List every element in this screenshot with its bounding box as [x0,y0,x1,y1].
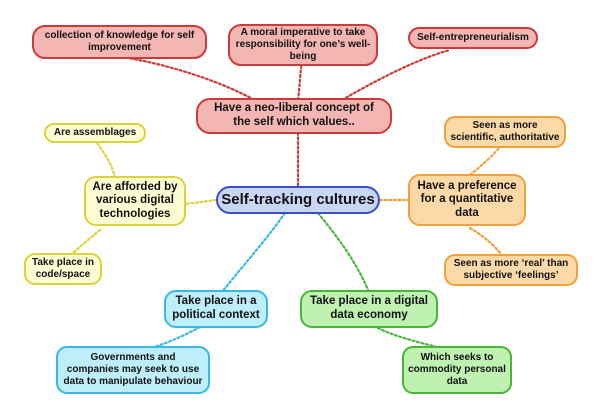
node-moral-label: A moral imperative to take responsibilit… [235,27,371,62]
node-governments: Governments and companies may seek to us… [56,346,210,394]
branch-digital-technologies: Are afforded by various digital technolo… [84,176,186,226]
branch-quantitative-label: Have a preference for a quantitative dat… [417,179,517,219]
node-code-space-label: Take place in code/space [31,257,95,280]
link-neoliberal-moral [296,60,304,102]
central-topic-label: Self-tracking cultures [221,191,375,209]
branch-neoliberal-label: Have a neo-liberal concept of the self w… [214,102,374,128]
node-commodity-data: Which seeks to commodity personal data [402,346,512,394]
node-moral: A moral imperative to take responsibilit… [228,24,378,66]
node-commodity-data-label: Which seeks to commodity personal data [408,352,506,387]
branch-political: Take place in a political context [164,290,268,328]
link-digital-assemblages [93,138,117,180]
branch-digital-technologies-label: Are afforded by various digital technolo… [92,180,178,220]
node-real-vs-feelings-label: Seen as more ‘real’ than subjective ‘fee… [453,258,569,281]
node-scientific: Seen as more scientific, authoritative [444,116,566,148]
branch-neoliberal: Have a neo-liberal concept of the self w… [196,98,392,134]
node-real-vs-feelings: Seen as more ‘real’ than subjective ‘fee… [444,254,578,286]
branch-quantitative: Have a preference for a quantitative dat… [408,174,526,226]
branch-economy-label: Take place in a digital data economy [309,295,429,321]
node-knowledge-label: collection of knowledge for self improve… [44,30,195,53]
link-center-digital [183,198,218,206]
link-center-political [220,211,287,294]
link-quantitative-scientific [468,145,502,177]
node-scientific-label: Seen as more scientific, authoritative [450,120,560,143]
central-topic: Self-tracking cultures [216,186,380,214]
node-entrepreneurialism: Self-entrepreneurialism [408,27,538,49]
branch-economy: Take place in a digital data economy [300,290,438,328]
link-center-economy [316,211,370,292]
branch-political-label: Take place in a political context [172,295,260,321]
node-code-space: Take place in code/space [24,253,102,285]
link-neoliberal-entrepreneurialism [340,48,452,102]
node-entrepreneurialism-label: Self-entrepreneurialism [417,32,529,44]
node-governments-label: Governments and companies may seek to us… [63,352,203,387]
node-assemblages: Are assemblages [44,123,146,143]
node-assemblages-label: Are assemblages [53,127,137,139]
node-knowledge: collection of knowledge for self improve… [32,25,207,59]
